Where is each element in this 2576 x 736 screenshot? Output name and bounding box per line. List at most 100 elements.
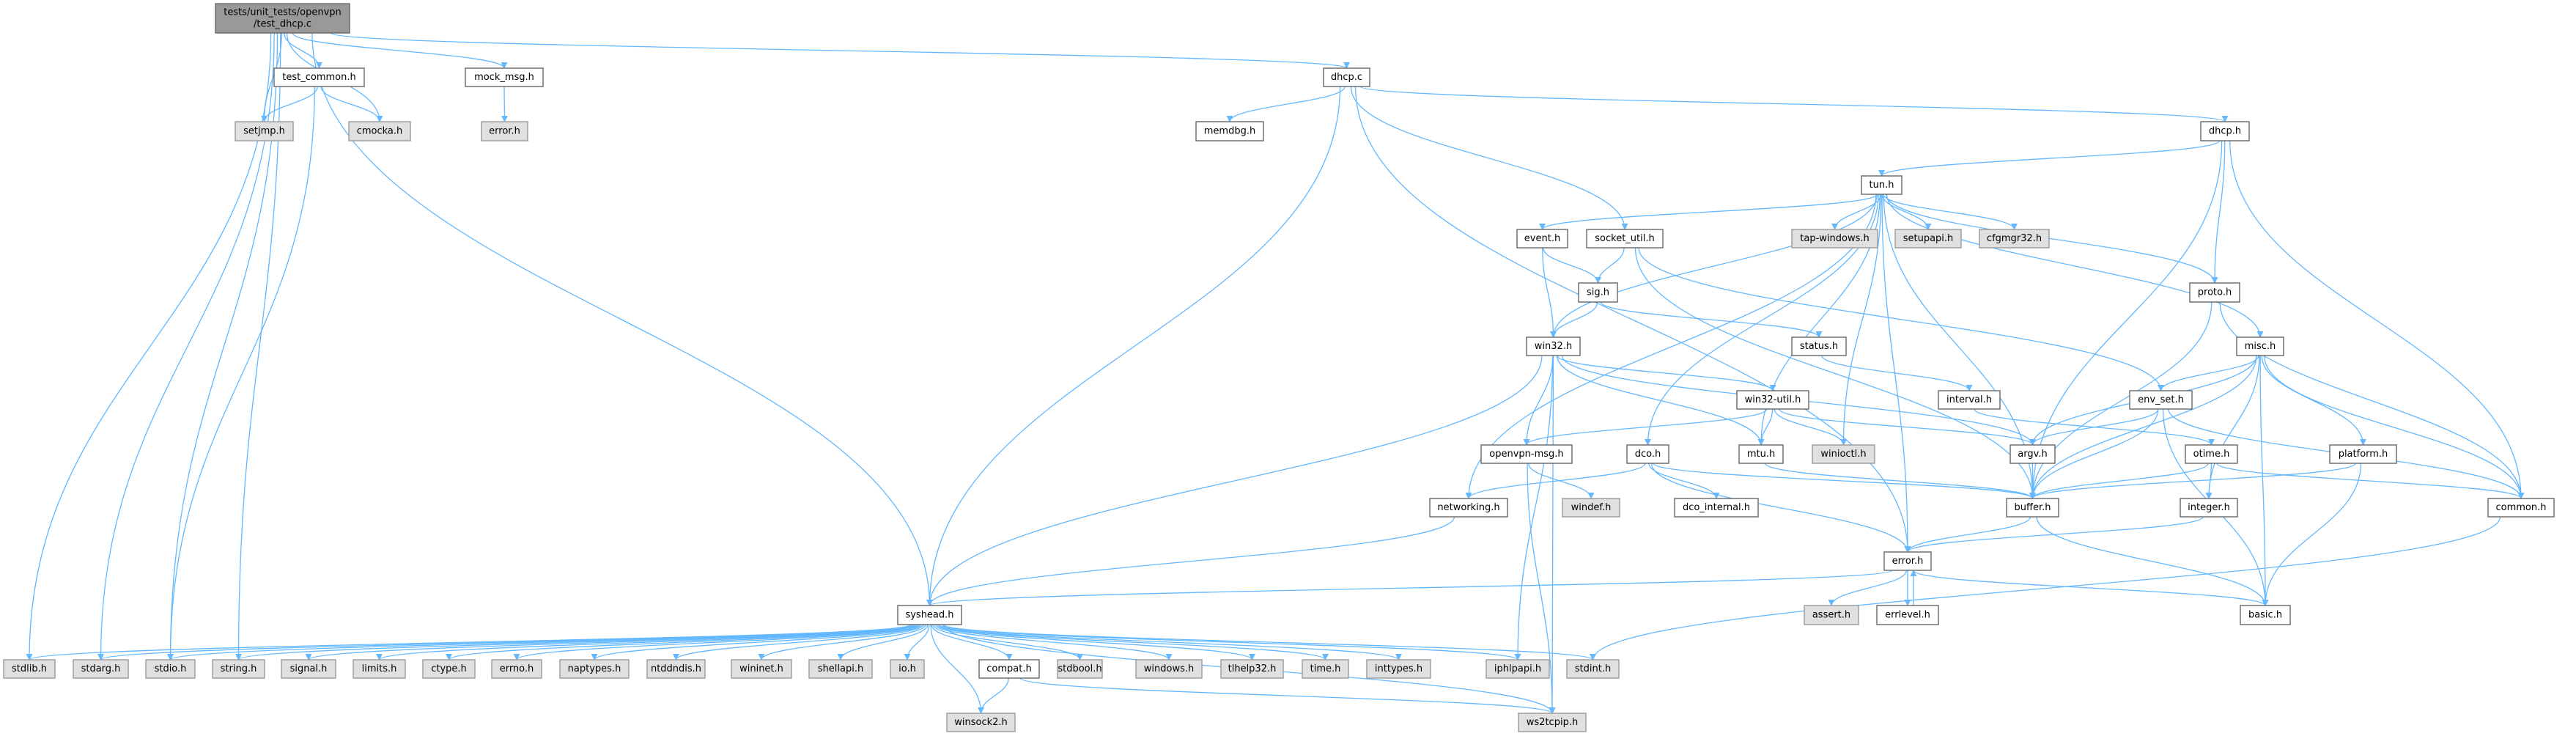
edge-tun-to-win32: [1550, 194, 1878, 338]
node-label: time.h: [1310, 663, 1341, 674]
node-windef: windef.h: [1562, 498, 1620, 518]
node-label: io.h: [898, 663, 916, 674]
node-box: [890, 659, 925, 679]
node-tun[interactable]: tun.h: [1861, 175, 1903, 195]
node-label: limits.h: [362, 663, 397, 674]
edge-tun-to-cfgmgr32: [1883, 194, 2018, 230]
node-sig[interactable]: sig.h: [1578, 282, 1618, 303]
node-status[interactable]: status.h: [1791, 336, 1847, 356]
edge-win32_util-to-argv: [1779, 408, 2036, 446]
node-socket-util[interactable]: socket_util.h: [1586, 229, 1664, 249]
node-error[interactable]: error.h: [1883, 551, 1932, 571]
edge-env_set-to-argv: [2029, 408, 2159, 446]
node-winioctl: winioctl.h: [1812, 444, 1875, 464]
node-stdlib: stdlib.h: [3, 659, 56, 679]
node-label: errno.h: [500, 663, 534, 674]
node-box: [1979, 229, 2050, 249]
node-argv[interactable]: argv.h: [2009, 444, 2056, 464]
edge-syshead-to-shellapi: [837, 624, 929, 660]
node-label: tap-windows.h: [1800, 233, 1869, 244]
edge-sig-to-status: [1600, 301, 1823, 338]
node-test-dhcp[interactable]: tests/unit_tests/openvpn/test_dhcp.c: [215, 3, 350, 34]
node-dco-internal[interactable]: dco_internal.h: [1674, 498, 1759, 518]
node-box: [1804, 605, 1859, 625]
node-mtu[interactable]: mtu.h: [1738, 444, 1784, 464]
node-win32-util[interactable]: win32-util.h: [1736, 390, 1809, 410]
node-cmocka: cmocka.h: [348, 121, 411, 141]
edge-dco-to-buffer: [1653, 463, 2036, 499]
node-box: [1366, 659, 1431, 679]
node-event[interactable]: event.h: [1516, 229, 1568, 249]
node-label: dco_internal.h: [1683, 502, 1750, 513]
node-label: ctype.h: [431, 663, 467, 674]
node-misc[interactable]: misc.h: [2236, 336, 2284, 356]
edge-test_common-to-setjmp: [261, 86, 318, 122]
node-signal: signal.h: [281, 659, 336, 679]
edge-tun-to-winioctl: [1840, 194, 1882, 446]
node-label: status.h: [1800, 341, 1838, 352]
edge-status-to-interval: [1821, 355, 1973, 391]
edge-syshead-to-wininet: [758, 624, 927, 660]
node-win32[interactable]: win32.h: [1526, 336, 1581, 356]
edge-syshead-to-stdint: [943, 624, 1596, 660]
node-label: windef.h: [1571, 502, 1612, 513]
node-env-set[interactable]: env_set.h: [2129, 390, 2193, 410]
node-box: [1791, 336, 1847, 356]
node-label: event.h: [1524, 233, 1560, 244]
node-label: iphlpapi.h: [1494, 663, 1541, 674]
node-shellapi: shellapi.h: [808, 659, 873, 679]
node-box: [73, 659, 129, 679]
node-buffer[interactable]: buffer.h: [2006, 498, 2059, 518]
node-platform[interactable]: platform.h: [2329, 444, 2397, 464]
node-string: string.h: [212, 659, 265, 679]
node-common[interactable]: common.h: [2487, 498, 2555, 518]
node-dhcp-h[interactable]: dhcp.h: [2200, 121, 2250, 141]
node-openvpn-msg[interactable]: openvpn-msg.h: [1480, 444, 1573, 464]
node-otime[interactable]: otime.h: [2185, 444, 2238, 464]
edge-socket_util-to-env_set: [1638, 247, 2164, 391]
node-errlevel[interactable]: errlevel.h: [1876, 605, 1939, 625]
edge-tun-to-misc: [1886, 194, 2264, 338]
node-networking[interactable]: networking.h: [1429, 498, 1508, 518]
node-interval[interactable]: interval.h: [1938, 390, 2001, 410]
node-inttypes: inttypes.h: [1366, 659, 1431, 679]
node-error-ext: error.h: [481, 121, 528, 141]
edge-env_set-to-buffer: [2029, 408, 2159, 499]
edge-integer-to-error: [1904, 516, 2204, 553]
node-compat[interactable]: compat.h: [978, 659, 1040, 679]
node-syshead[interactable]: syshead.h: [897, 605, 962, 625]
node-proto[interactable]: proto.h: [2189, 282, 2240, 303]
node-basic[interactable]: basic.h: [2240, 605, 2291, 625]
node-box: [2329, 444, 2397, 464]
node-box: [1938, 390, 2001, 410]
node-box: [1518, 713, 1587, 732]
node-memdbg[interactable]: memdbg.h: [1195, 121, 1264, 141]
edge-win32-to-ws2tcpip: [1549, 355, 1556, 714]
node-wininet: wininet.h: [731, 659, 792, 679]
node-label: tests/unit_tests/openvpn: [224, 7, 342, 18]
node-box: [1674, 498, 1759, 518]
edge-win32-to-iphlpapi: [1514, 355, 1554, 660]
node-label: stdbool.h: [1058, 663, 1101, 674]
edge-win32_util-to-mtu: [1757, 408, 1774, 446]
node-label: setjmp.h: [243, 126, 285, 137]
node-stdint: stdint.h: [1566, 659, 1620, 679]
edge-syshead-to-compat: [931, 624, 1013, 660]
node-ctype: ctype.h: [422, 659, 476, 679]
edge-syshead-to-stdbool: [932, 624, 1083, 660]
node-mock-msg[interactable]: mock_msg.h: [465, 67, 544, 87]
node-test-common[interactable]: test_common.h: [273, 67, 365, 87]
node-label: win32-util.h: [1745, 394, 1801, 405]
node-box: [1586, 229, 1664, 249]
node-box: [481, 121, 528, 141]
node-label: /test_dhcp.c: [254, 19, 311, 30]
node-label: dhcp.c: [1331, 72, 1362, 83]
node-dco[interactable]: dco.h: [1626, 444, 1669, 464]
edge-syshead-to-string: [235, 624, 915, 660]
node-label: stdint.h: [1575, 663, 1611, 674]
node-dhcp-c[interactable]: dhcp.c: [1323, 67, 1370, 87]
node-integer[interactable]: integer.h: [2180, 498, 2238, 518]
node-box: [1566, 659, 1620, 679]
node-limits: limits.h: [353, 659, 406, 679]
node-label: memdbg.h: [1204, 126, 1255, 137]
